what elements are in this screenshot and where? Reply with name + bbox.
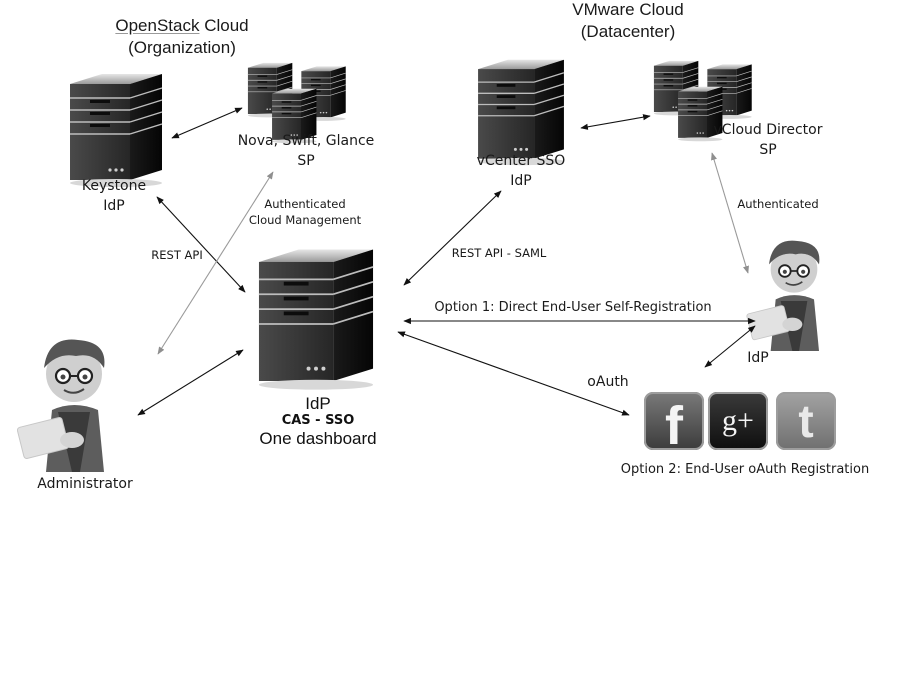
openstack-cloud-subtitle: (Organization) — [128, 38, 236, 57]
arrow-cas-oauth — [397, 331, 630, 416]
vmware-cloud-title: VMware Cloud — [572, 0, 684, 19]
google-plus-icon: g+ — [708, 392, 768, 450]
vcenter-name: vCenter SSO — [476, 153, 566, 169]
end-user-figure-icon — [745, 239, 821, 351]
cas-subtitle: One dashboard — [259, 429, 377, 448]
openstack-title-underlined: OpenStack — [115, 16, 200, 35]
keystone-role: IdP — [103, 198, 125, 214]
label-authenticated-line1: Authenticated — [264, 197, 346, 211]
vcenter-role: IdP — [510, 173, 532, 189]
vcenter-server-icon — [477, 59, 565, 166]
arrow-keystone-services — [171, 107, 243, 139]
openstack-services-server-cluster-icon — [248, 63, 346, 143]
keystone-name: Keystone — [81, 178, 147, 194]
arrow-end-user-authenticated-vcloud — [711, 152, 749, 274]
openstack-services-name: Nova, Swift, Glance — [237, 133, 375, 149]
openstack-services-role: SP — [297, 153, 315, 169]
arrow-cas-administrator — [137, 349, 244, 416]
arrow-vcenter-cas — [403, 190, 502, 286]
label-rest-api: REST API — [151, 248, 203, 262]
vmware-cloud-subtitle: (Datacenter) — [580, 22, 676, 41]
cas-name: CAS - SSO — [281, 413, 355, 428]
arrow-end-user-idp — [704, 325, 756, 368]
twitter-icon: t — [776, 392, 836, 450]
cas-role: IdP — [305, 394, 331, 413]
arrow-keystone-cas — [156, 196, 246, 293]
facebook-icon: f — [644, 392, 704, 453]
keystone-server-icon — [69, 73, 163, 188]
openstack-title-rest: Cloud — [199, 16, 249, 35]
label-authenticated: Authenticated — [737, 197, 819, 211]
label-cloud-management-line2: Cloud Management — [248, 213, 362, 227]
label-rest-api-saml: REST API - SAML — [451, 246, 547, 260]
administrator-figure-icon — [15, 338, 106, 472]
openstack-cloud-title: OpenStack Cloud — [102, 16, 262, 37]
label-option2: Option 2: End-User oAuth Registration — [620, 462, 870, 477]
administrator-label: Administrator — [37, 476, 133, 492]
arrow-admin-authenticated-cloud-mgmt — [157, 171, 274, 355]
label-end-user-idp: IdP — [747, 350, 769, 366]
cas-sso-server-icon — [258, 248, 374, 391]
vcloud-role: SP — [759, 142, 777, 158]
arrow-vcenter-vcloud — [580, 114, 651, 130]
label-oauth: oAuth — [587, 374, 629, 390]
vcloud-name: vCloud Director — [713, 122, 823, 138]
label-option1: Option 1: Direct End-User Self-Registrat… — [434, 300, 712, 315]
